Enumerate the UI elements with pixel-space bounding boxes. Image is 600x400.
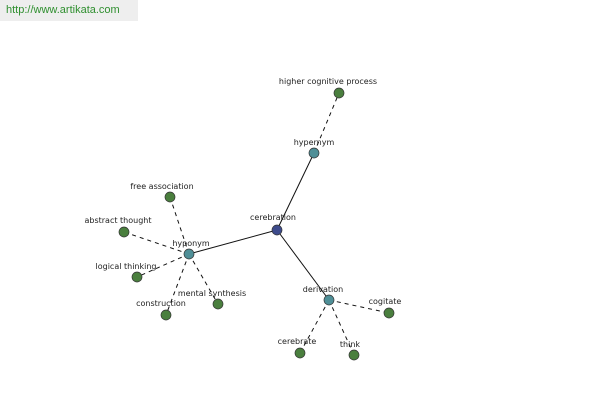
label-logical-thinking[interactable]: logical thinking bbox=[96, 262, 157, 271]
node-free-association[interactable] bbox=[164, 191, 176, 203]
edge-cerebration-derivation bbox=[276, 229, 330, 301]
label-derivation[interactable]: derivation bbox=[303, 285, 343, 294]
node-construction[interactable] bbox=[160, 309, 172, 321]
node-hyponym[interactable] bbox=[183, 248, 195, 260]
label-higher-cognitive-process[interactable]: higher cognitive process bbox=[279, 77, 377, 86]
label-hypernym[interactable]: hypernym bbox=[294, 138, 335, 147]
edge-hypernym-higher-cognitive-process bbox=[313, 92, 340, 154]
edge-hyponym-mental-synthesis bbox=[188, 253, 219, 305]
node-abstract-thought[interactable] bbox=[118, 226, 130, 238]
label-construction[interactable]: construction bbox=[136, 299, 186, 308]
label-cerebration[interactable]: cerebration bbox=[250, 213, 296, 222]
node-think[interactable] bbox=[348, 349, 360, 361]
edge-cerebration-hypernym bbox=[276, 152, 315, 231]
edge-derivation-think bbox=[328, 299, 355, 356]
label-cogitate[interactable]: cogitate bbox=[369, 297, 402, 306]
edge-hyponym-abstract-thought bbox=[123, 231, 190, 255]
graph-nodes bbox=[118, 87, 395, 361]
label-free-association[interactable]: free association bbox=[130, 182, 193, 191]
edge-derivation-cogitate bbox=[328, 299, 390, 314]
edge-derivation-cerebrate bbox=[299, 299, 330, 354]
node-mental-synthesis[interactable] bbox=[212, 298, 224, 310]
label-mental-synthesis[interactable]: mental synthesis bbox=[178, 289, 246, 298]
label-think[interactable]: think bbox=[340, 340, 361, 349]
edge-hyponym-free-association bbox=[169, 196, 190, 255]
node-cerebrate[interactable] bbox=[294, 347, 306, 359]
node-logical-thinking[interactable] bbox=[131, 271, 143, 283]
site-url-banner[interactable]: http://www.artikata.com bbox=[0, 0, 138, 21]
edge-hyponym-construction bbox=[165, 253, 190, 316]
node-cerebration[interactable] bbox=[271, 224, 283, 236]
label-hyponym[interactable]: hyponym bbox=[172, 239, 210, 248]
graph-labels: higher cognitive process hypernym free ass… bbox=[84, 77, 401, 349]
label-abstract-thought[interactable]: abstract thought bbox=[84, 216, 151, 225]
label-cerebrate[interactable]: cerebrate bbox=[278, 337, 317, 346]
node-higher-cognitive-process[interactable] bbox=[333, 87, 345, 99]
edge-cerebration-hyponym bbox=[188, 229, 278, 255]
edge-hyponym-logical-thinking bbox=[136, 253, 190, 278]
graph-edges bbox=[123, 92, 390, 356]
node-hypernym[interactable] bbox=[308, 147, 320, 159]
node-derivation[interactable] bbox=[323, 294, 335, 306]
node-cogitate[interactable] bbox=[383, 307, 395, 319]
